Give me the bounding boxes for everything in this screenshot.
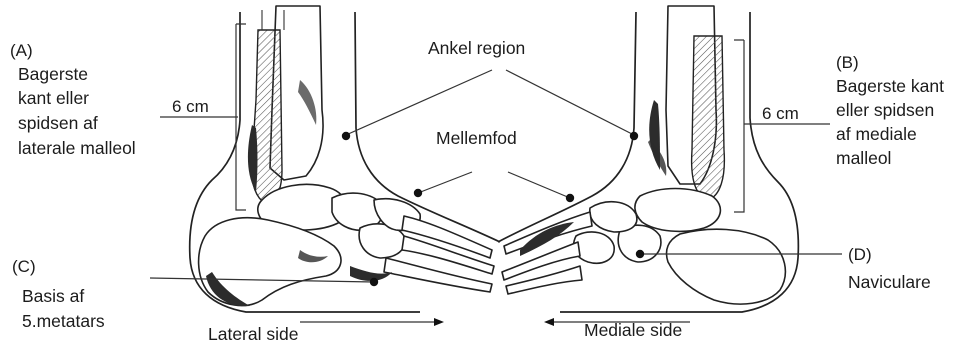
mellemfod-leader-right xyxy=(508,172,570,198)
ankel-leader-left xyxy=(346,70,492,135)
mellemfod-point-left xyxy=(414,189,422,197)
ankel-point-right xyxy=(630,132,638,140)
label-b-line4: malleol xyxy=(836,148,891,169)
label-b-line3: af mediale xyxy=(836,124,917,145)
label-lateral-side: Lateral side xyxy=(208,324,298,345)
label-d-text: Naviculare xyxy=(848,272,931,293)
medial-malleolus xyxy=(692,36,725,200)
right-6cm-bracket xyxy=(734,40,744,212)
d-point xyxy=(636,250,644,258)
ankel-leader-right xyxy=(506,70,634,135)
label-a-line4: laterale malleol xyxy=(18,138,136,159)
label-ankel-region: Ankel region xyxy=(428,38,525,59)
c-point xyxy=(370,278,378,286)
label-c-line1: Basis af xyxy=(22,286,84,307)
mellemfod-point-right xyxy=(566,194,574,202)
label-c-line2: 5.metatars xyxy=(22,311,105,332)
mellemfod-leader-left xyxy=(418,172,472,193)
label-a-line3: spidsen af xyxy=(18,113,98,134)
label-6cm-left: 6 cm xyxy=(172,96,209,117)
label-b-line1: Bagerste kant xyxy=(836,76,944,97)
ankel-point-left xyxy=(342,132,350,140)
label-d-letter: (D) xyxy=(848,244,872,265)
label-a-line2: kant eller xyxy=(18,88,89,109)
label-mellemfod: Mellemfod xyxy=(436,128,517,149)
medial-calcaneus xyxy=(667,229,786,304)
label-b-line2: eller spidsen xyxy=(836,100,934,121)
label-b-letter: (B) xyxy=(836,52,859,73)
medial-foot xyxy=(498,6,798,312)
label-6cm-right: 6 cm xyxy=(762,103,799,124)
label-mediale-side: Mediale side xyxy=(584,320,682,341)
label-a-letter: (A) xyxy=(10,40,33,61)
label-a-line1: Bagerste xyxy=(18,64,88,85)
label-c-letter: (C) xyxy=(12,256,36,277)
